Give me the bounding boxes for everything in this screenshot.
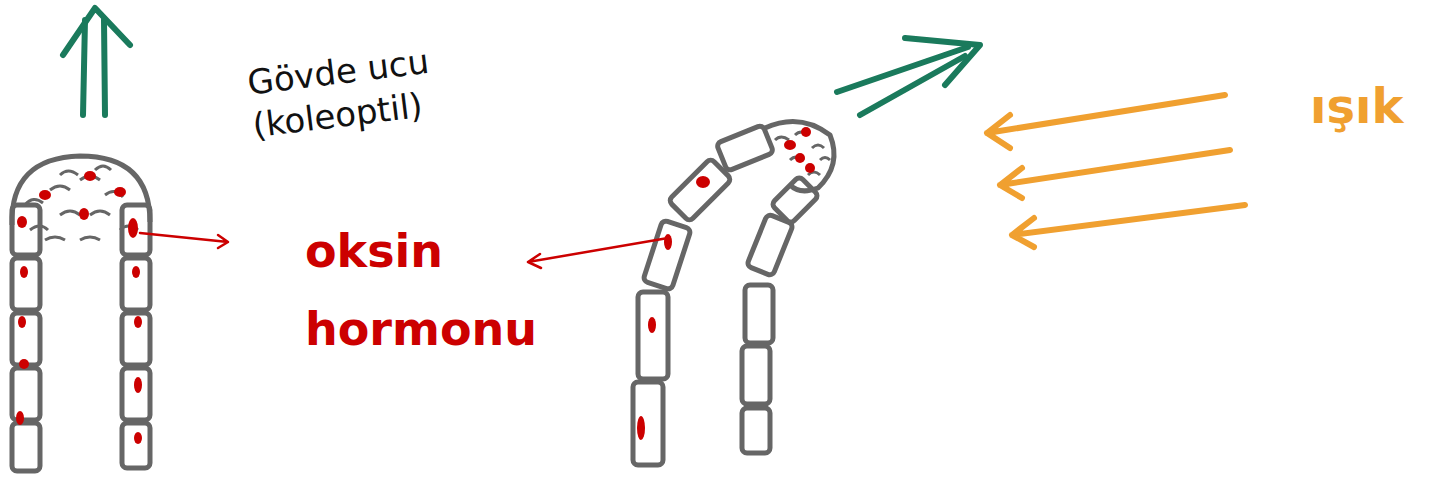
bent-coleoptile <box>633 121 834 465</box>
cell <box>122 368 150 420</box>
cell <box>12 313 40 365</box>
cell <box>12 423 40 471</box>
growth-arrow <box>837 38 980 115</box>
growth-arrow <box>63 8 130 115</box>
cell <box>122 313 150 365</box>
cell <box>12 258 40 310</box>
auxin-dots <box>16 171 142 444</box>
cell <box>12 368 40 420</box>
annotation-label: oksin hormonu <box>305 212 550 368</box>
tip-outline <box>12 156 150 225</box>
light-arrows <box>987 95 1245 247</box>
cell <box>122 423 150 468</box>
cell <box>122 205 150 255</box>
annotation-label: Gövde ucu (koleoptil) <box>245 33 494 147</box>
auxin-dots <box>637 127 815 440</box>
straight-coleoptile <box>12 156 150 471</box>
cell <box>122 258 150 310</box>
cell <box>12 205 40 255</box>
annotation-label: ışık <box>1310 78 1430 136</box>
